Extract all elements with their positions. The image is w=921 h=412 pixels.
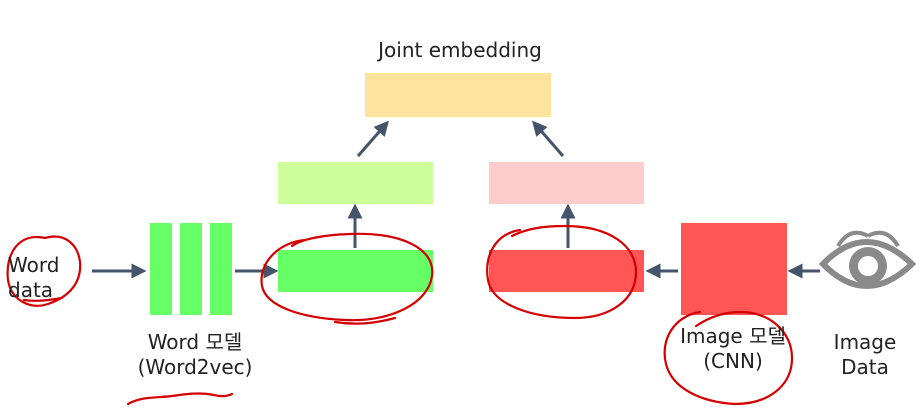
image-data-label: Image Data — [815, 330, 915, 380]
arrow-image-projection-to-joint — [532, 120, 565, 157]
joint-embedding-box — [365, 73, 551, 117]
word-projection-box — [278, 162, 433, 204]
word-feature-box — [278, 250, 433, 292]
image-projection-box — [489, 162, 644, 204]
image-model-label: Image 모델 (CNN) — [658, 324, 808, 374]
handwritten-annotations — [6, 224, 794, 406]
annotation-circle-image-model — [663, 310, 794, 406]
annotation-circle-word-data — [6, 235, 82, 307]
word-model-bar-3 — [210, 223, 232, 315]
arrow-word-projection-to-joint — [356, 120, 389, 157]
word-data-label-line1: Word — [8, 253, 60, 277]
annotation-circle-image-feature — [486, 224, 638, 320]
word-data-label-line2: data — [8, 278, 54, 302]
word-model-bar-1 — [150, 223, 172, 315]
word-model-label-line2: (Word2vec) — [137, 355, 253, 379]
image-data-label-line2: Data — [841, 355, 889, 379]
joint-embedding-title: Joint embedding — [340, 38, 580, 63]
image-data-label-line1: Image — [833, 330, 897, 354]
image-model-label-line2: (CNN) — [703, 349, 763, 373]
eye-icon — [818, 230, 917, 289]
annotation-circle-word-feature — [260, 232, 434, 325]
word-data-label: Word data — [8, 253, 59, 303]
image-feature-box — [489, 250, 644, 292]
image-model-box — [681, 223, 787, 315]
word-model-label-line1: Word 모델 — [147, 330, 243, 354]
word-model-bar-2 — [180, 223, 202, 315]
annotation-underline-word2vec — [126, 392, 234, 406]
joint-embedding-title-text: Joint embedding — [378, 38, 542, 62]
word-model-label: Word 모델 (Word2vec) — [110, 330, 280, 380]
image-model-label-line1: Image 모델 — [680, 324, 786, 348]
